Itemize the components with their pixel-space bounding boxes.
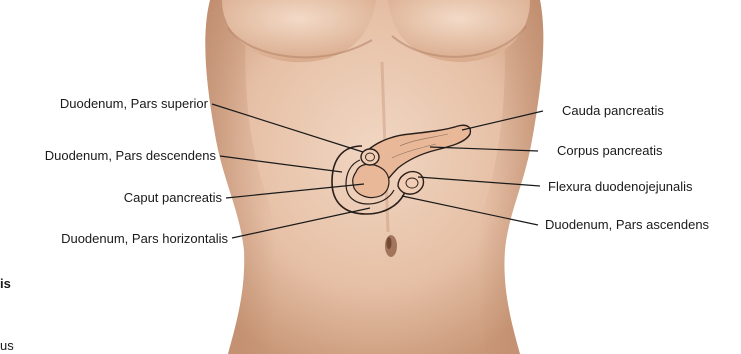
- label-corpus-pancreatis: Corpus pancreatis: [557, 143, 663, 158]
- label-cauda-pancreatis: Cauda pancreatis: [562, 103, 664, 118]
- label-duodenum-pars-horizontalis: Duodenum, Pars horizontalis: [61, 231, 228, 246]
- label-duodenum-pars-ascendens: Duodenum, Pars ascendens: [545, 217, 741, 232]
- margin-fragment-2: us: [0, 338, 14, 353]
- navel-highlight: [387, 237, 392, 249]
- label-clip-pars-ascendens: Duodenum, Pars ascendens: [545, 217, 741, 232]
- label-caput-pancreatis: Caput pancreatis: [124, 190, 222, 205]
- pancreas-head: [353, 164, 389, 197]
- label-flexura-duodenojejunalis: Flexura duodenojejunalis: [548, 179, 693, 194]
- label-duodenum-pars-superior: Duodenum, Pars superior: [60, 96, 208, 111]
- duodenum-superior-ring: [361, 149, 379, 165]
- label-duodenum-pars-descendens: Duodenum, Pars descendens: [45, 148, 216, 163]
- margin-fragment-1: is: [0, 276, 11, 291]
